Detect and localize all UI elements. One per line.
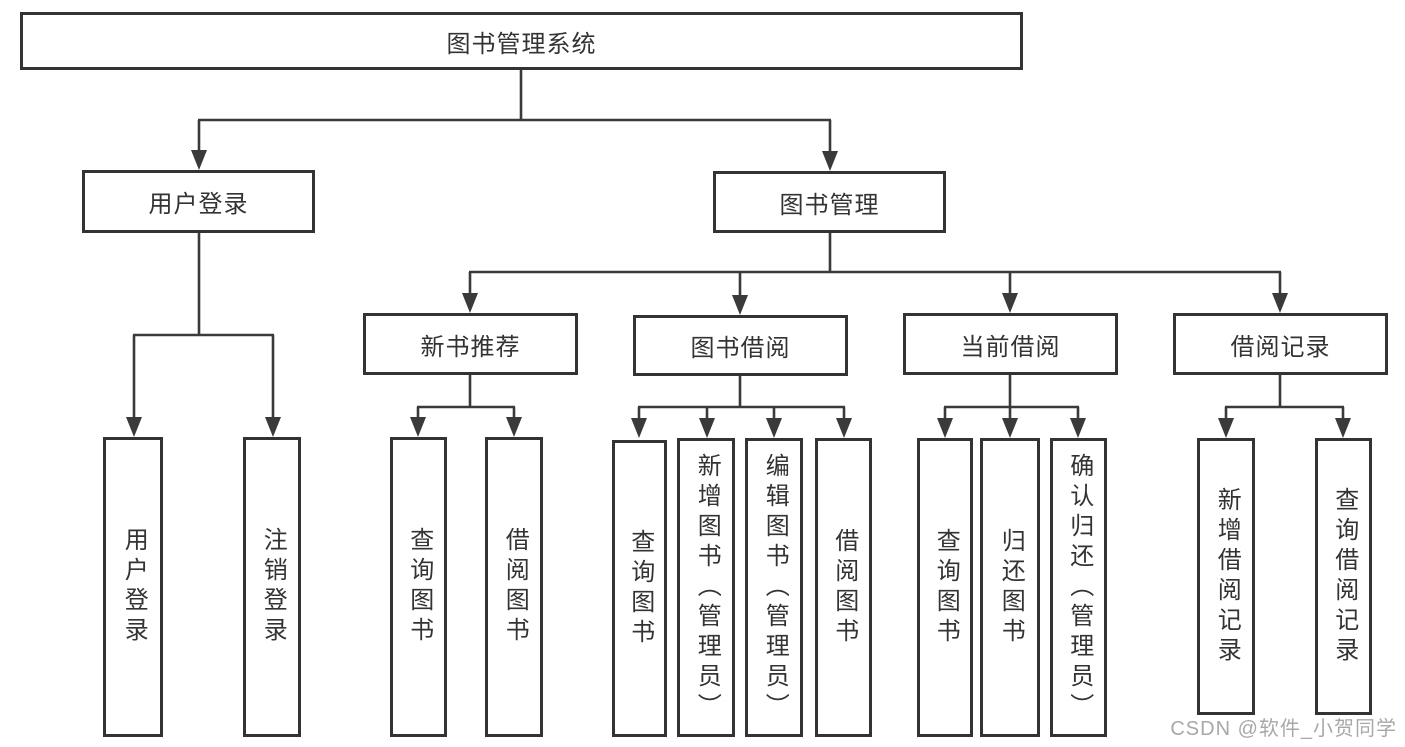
leaf-newrec-borrow-books: 借阅图书 [485,437,543,737]
leaf-records-query-record: 查询借阅记录 [1315,438,1372,715]
node-book-management-label: 图书管理 [779,191,880,219]
connector-bookborrow-to-leaves [631,376,852,438]
leaf-borrow-query-books-label: 查询图书 [626,528,654,649]
connector-root-to-level2 [191,70,838,171]
node-user-login-label: 用户登录 [148,191,249,218]
leaf-current-query-books-label: 查询图书 [932,527,960,648]
node-book-borrow: 图书借阅 [633,315,848,376]
leaf-borrow-add-books-admin-label: 新增图书（管理员） [693,452,721,723]
node-current-borrow-label: 当前借阅 [960,333,1061,361]
node-new-book-recommend-label: 新书推荐 [420,333,521,361]
node-borrow-records: 借阅记录 [1173,313,1388,375]
leaf-current-query-books: 查询图书 [917,438,973,737]
leaf-logout-label: 注销登录 [259,527,287,647]
leaf-borrow-add-books-admin: 新增图书（管理员） [677,438,735,737]
node-new-book-recommend: 新书推荐 [363,313,578,375]
leaf-newrec-query-books-label: 查询图书 [405,527,433,647]
node-current-borrow: 当前借阅 [903,313,1118,375]
leaf-newrec-borrow-books-label: 借阅图书 [501,527,529,647]
leaf-user-login-label: 用户登录 [120,527,148,647]
leaf-records-query-record-label: 查询借阅记录 [1330,486,1358,667]
leaf-borrow-query-books: 查询图书 [612,440,667,737]
connector-bookmgmt-to-level3 [462,233,1288,315]
leaf-borrow-edit-books-admin-label: 编辑图书（管理员） [761,452,789,723]
leaf-borrow-edit-books-admin: 编辑图书（管理员） [745,438,803,737]
leaf-borrow-borrow-books-label: 借阅图书 [830,527,858,648]
node-book-management: 图书管理 [713,171,946,233]
leaf-records-add-record-label: 新增借阅记录 [1213,486,1241,667]
connector-borrowrecords-to-leaves [1218,375,1351,438]
csdn-watermark: CSDN @软件_小贺同学 [1170,718,1397,740]
leaf-current-return-books-label: 归还图书 [997,527,1025,648]
node-root-label: 图书管理系统 [446,30,597,58]
leaf-newrec-query-books: 查询图书 [390,437,447,737]
leaf-current-confirm-return-admin-label: 确认归还（管理员） [1065,452,1093,723]
leaf-user-login: 用户登录 [103,437,163,737]
connector-currentborrow-to-leaves [937,375,1086,438]
leaf-borrow-borrow-books: 借阅图书 [815,438,872,737]
leaf-logout: 注销登录 [243,437,301,737]
node-root: 图书管理系统 [20,12,1023,70]
node-book-borrow-label: 图书借阅 [690,335,791,362]
node-user-login: 用户登录 [82,170,315,233]
leaf-current-confirm-return-admin: 确认归还（管理员） [1050,438,1107,737]
connector-userlogin-to-leaves [126,233,281,437]
connector-newbookrec-to-leaves [410,375,522,437]
node-borrow-records-label: 借阅记录 [1230,333,1331,361]
leaf-current-return-books: 归还图书 [980,438,1040,737]
leaf-records-add-record: 新增借阅记录 [1197,438,1255,715]
